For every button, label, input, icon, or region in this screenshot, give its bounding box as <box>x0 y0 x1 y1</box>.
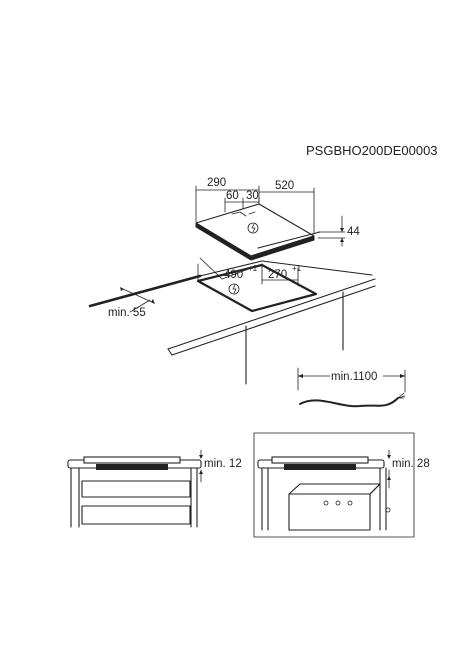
section-right: min. 28 <box>253 432 430 538</box>
dim-min-28: min. 28 <box>392 458 430 470</box>
worktop-cutout-view: 490 +1 270 +1 min. 55 <box>88 257 376 385</box>
dim-290: 290 <box>207 177 226 189</box>
dim-min-12: min. 12 <box>204 458 242 470</box>
dim-60: 60 <box>226 190 239 202</box>
dim-44: 44 <box>347 226 360 238</box>
dim-270: 270 <box>268 269 287 281</box>
figure-id: PSGBHO200DE00003 <box>306 143 438 158</box>
dim-270-tolerance: +1 <box>292 264 302 273</box>
hob-top-view: 290 520 60 30 44 <box>195 177 360 261</box>
dim-cable-min: min.1100 <box>331 371 377 383</box>
dim-490-tolerance: +1 <box>248 264 258 273</box>
dim-min-55: min. 55 <box>108 307 146 319</box>
dim-490: 490 <box>224 269 243 281</box>
dim-520: 520 <box>275 180 294 192</box>
dim-30: 30 <box>246 190 259 202</box>
section-left: min. 12 <box>67 449 242 528</box>
cable-length-view: min.1100 <box>297 367 406 408</box>
